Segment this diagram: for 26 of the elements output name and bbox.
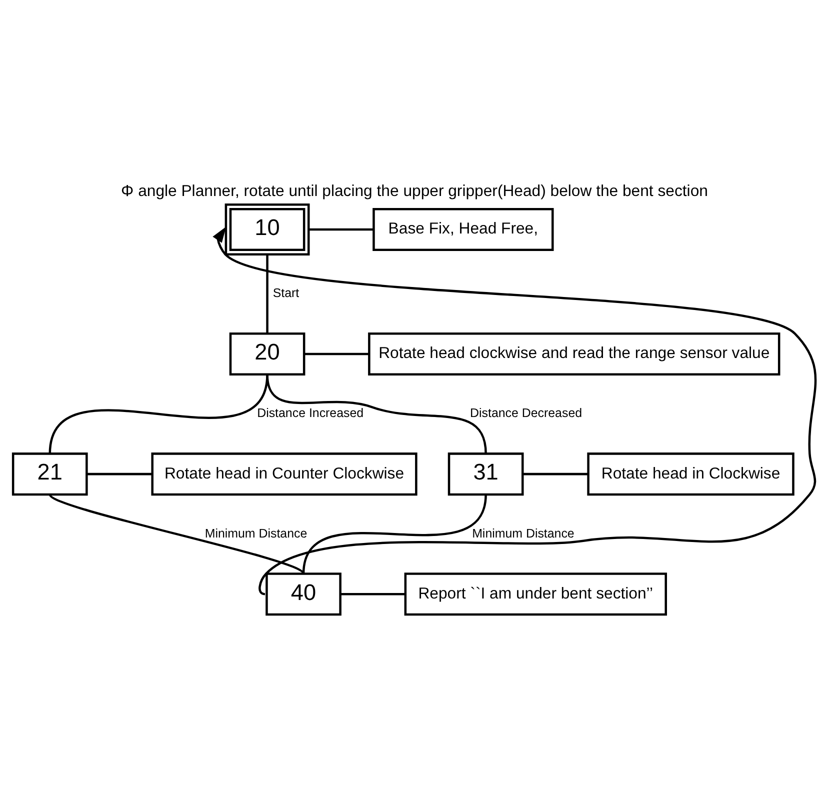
connector [266,374,487,454]
edge-label: Distance Increased [257,406,364,420]
node-box: Report ``I am under bent section’’ [404,572,667,616]
connector [304,352,369,355]
connector [86,472,152,475]
node-box: 10 [224,202,310,256]
connector [522,472,588,475]
connector [308,228,374,230]
diagram-title: Φ angle Planner, rotate until placing the upper gripper(Head) below the bent section [121,182,708,200]
node-box: Rotate head in Counter Clockwise [151,452,418,496]
connector [302,494,487,574]
node-box: 31 [448,452,524,496]
node-box: Base Fix, Head Free, [372,207,554,250]
node-box: Rotate head in Clockwise [587,452,794,496]
connector [340,592,406,595]
edge-label: Start [272,286,300,300]
node-box: 21 [12,452,88,496]
connector [266,254,268,334]
edge-label: Minimum Distance [204,526,308,540]
connector [49,493,304,574]
node-box: 20 [229,332,306,376]
edge-label: Minimum Distance [472,526,574,540]
node-box: Rotate head clockwise and read the range sensor value [368,332,780,376]
node-box: 40 [266,572,342,616]
arrow [212,226,816,594]
edge-label: Distance Decreased [470,406,582,420]
